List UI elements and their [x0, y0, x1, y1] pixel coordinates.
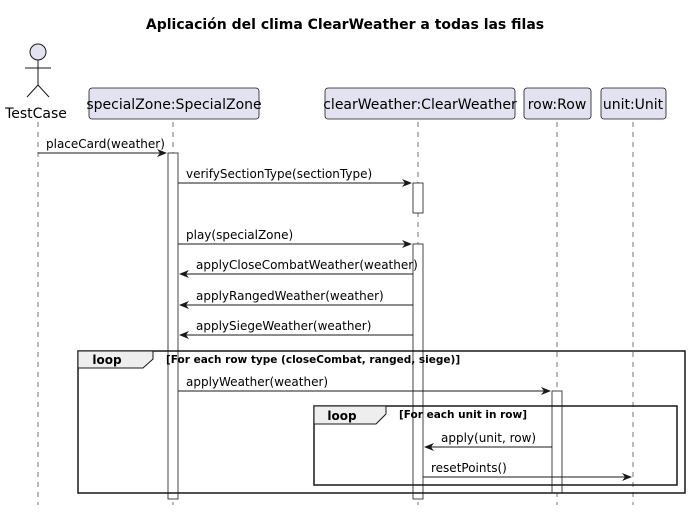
loop-guard: [For each unit in row]	[399, 409, 527, 421]
message-label: resetPoints()	[431, 461, 507, 475]
message-label: apply(unit, row)	[441, 431, 536, 445]
loop-frame-units: loop [For each unit in row]	[313, 405, 678, 486]
message-label: verifySectionType(sectionType)	[186, 167, 372, 181]
diagram-title: Aplicación del clima ClearWeather a toda…	[146, 17, 544, 33]
participant-label: clearWeather:ClearWeather	[323, 97, 517, 113]
participant-label: unit:Unit	[603, 97, 664, 113]
message-label: play(specialZone)	[186, 228, 293, 242]
participant-label: row:Row	[528, 97, 587, 113]
message-label: placeCard(weather)	[46, 137, 165, 151]
activation-specialzone	[167, 152, 179, 500]
participant-specialzone: specialZone:SpecialZone	[86, 87, 262, 120]
loop-guard: [For each row type (closeCombat, ranged,…	[166, 354, 460, 366]
participant-unit: unit:Unit	[600, 87, 667, 120]
message-label: applyRangedWeather(weather)	[196, 289, 384, 303]
participant-label: specialZone:SpecialZone	[86, 97, 261, 113]
message-label: applyCloseCombatWeather(weather)	[196, 258, 418, 272]
activation-clearweather-verify	[412, 182, 424, 214]
activation-bars	[167, 152, 563, 500]
actor-icon	[29, 43, 47, 61]
message-labels: placeCard(weather) verifySectionType(sec…	[46, 137, 536, 475]
participant-row: row:Row	[523, 87, 592, 120]
message-label: applyWeather(weather)	[186, 375, 328, 389]
loop-tag: loop	[92, 353, 122, 367]
actor-label: TestCase	[4, 106, 67, 122]
participant-clearweather: clearWeather:ClearWeather	[323, 87, 517, 120]
actor-testcase: TestCase	[4, 43, 67, 122]
activation-clearweather-play	[412, 243, 424, 500]
message-label: applySiegeWeather(weather)	[196, 319, 371, 333]
messages	[38, 149, 632, 481]
loop-frame-rows: loop [For each row type (closeCombat, ra…	[77, 350, 686, 494]
loop-tag: loop	[327, 409, 357, 423]
